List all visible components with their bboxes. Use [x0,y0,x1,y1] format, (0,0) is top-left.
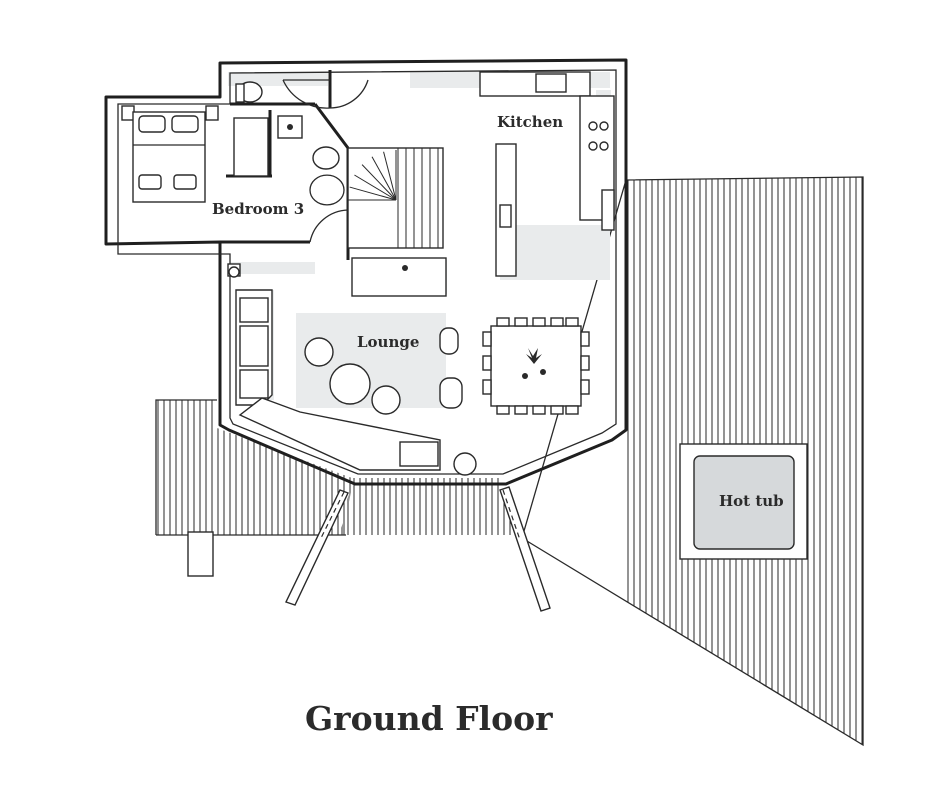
coffee-table-icon [329,363,371,405]
toilet-icon [312,146,340,170]
armchair-icon [304,337,334,367]
kitchen-furniture [479,71,615,277]
room-label-hot-tub: Hot tub [719,492,784,510]
bathroom [233,79,369,206]
bedroom-3-furniture [121,105,349,243]
page-title: Ground Floor [305,699,553,738]
lounge-furniture [227,263,477,476]
room-label-lounge: Lounge [357,333,419,351]
dining-furniture [482,317,590,415]
hot-tub-water [693,455,795,550]
room-label-kitchen: Kitchen [497,113,563,131]
sink-icon [535,73,567,93]
under-stair-unit [351,257,447,297]
flower-icon [526,348,542,364]
sofa-front [238,397,441,471]
kitchen-door [601,189,615,231]
basin-icon [309,174,345,206]
deck-step [187,531,214,577]
plant-icon [453,452,477,476]
door-swing-icon [309,209,349,243]
staircase [347,147,447,297]
hot-tub [679,443,808,560]
shower-icon [233,117,269,177]
front-deck [341,478,511,535]
door-swing-icon [282,79,331,109]
dining-table [490,325,582,407]
counter-top [479,71,591,97]
entrance-steps [285,486,551,612]
room-label-bedroom-3: Bedroom 3 [212,200,304,218]
